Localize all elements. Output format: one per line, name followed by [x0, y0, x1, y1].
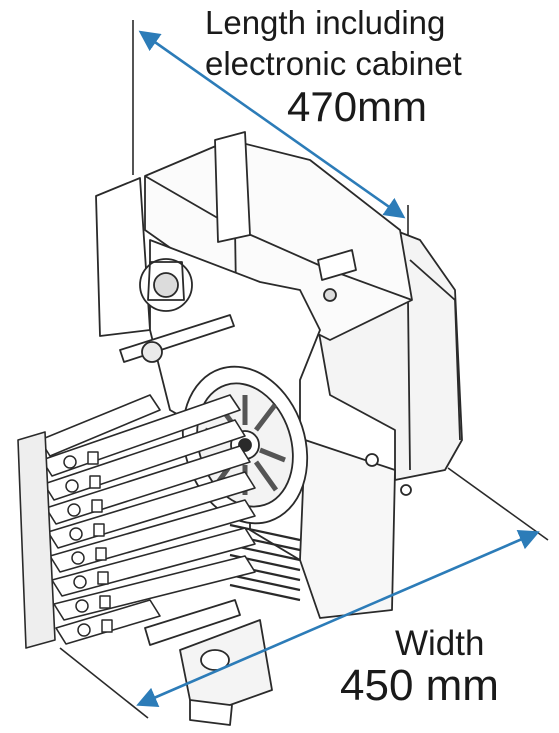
dimension-arrows: [136, 30, 540, 707]
length-value: 470mm: [287, 83, 428, 130]
length-dimension-arrow: [138, 30, 406, 219]
width-value: 450 mm: [340, 661, 499, 710]
width-label: Width: [395, 624, 485, 663]
length-label-line1: Length including: [205, 4, 446, 41]
width-dimension-arrow: [136, 530, 540, 707]
length-label-line2: electronic cabinet: [205, 45, 462, 82]
